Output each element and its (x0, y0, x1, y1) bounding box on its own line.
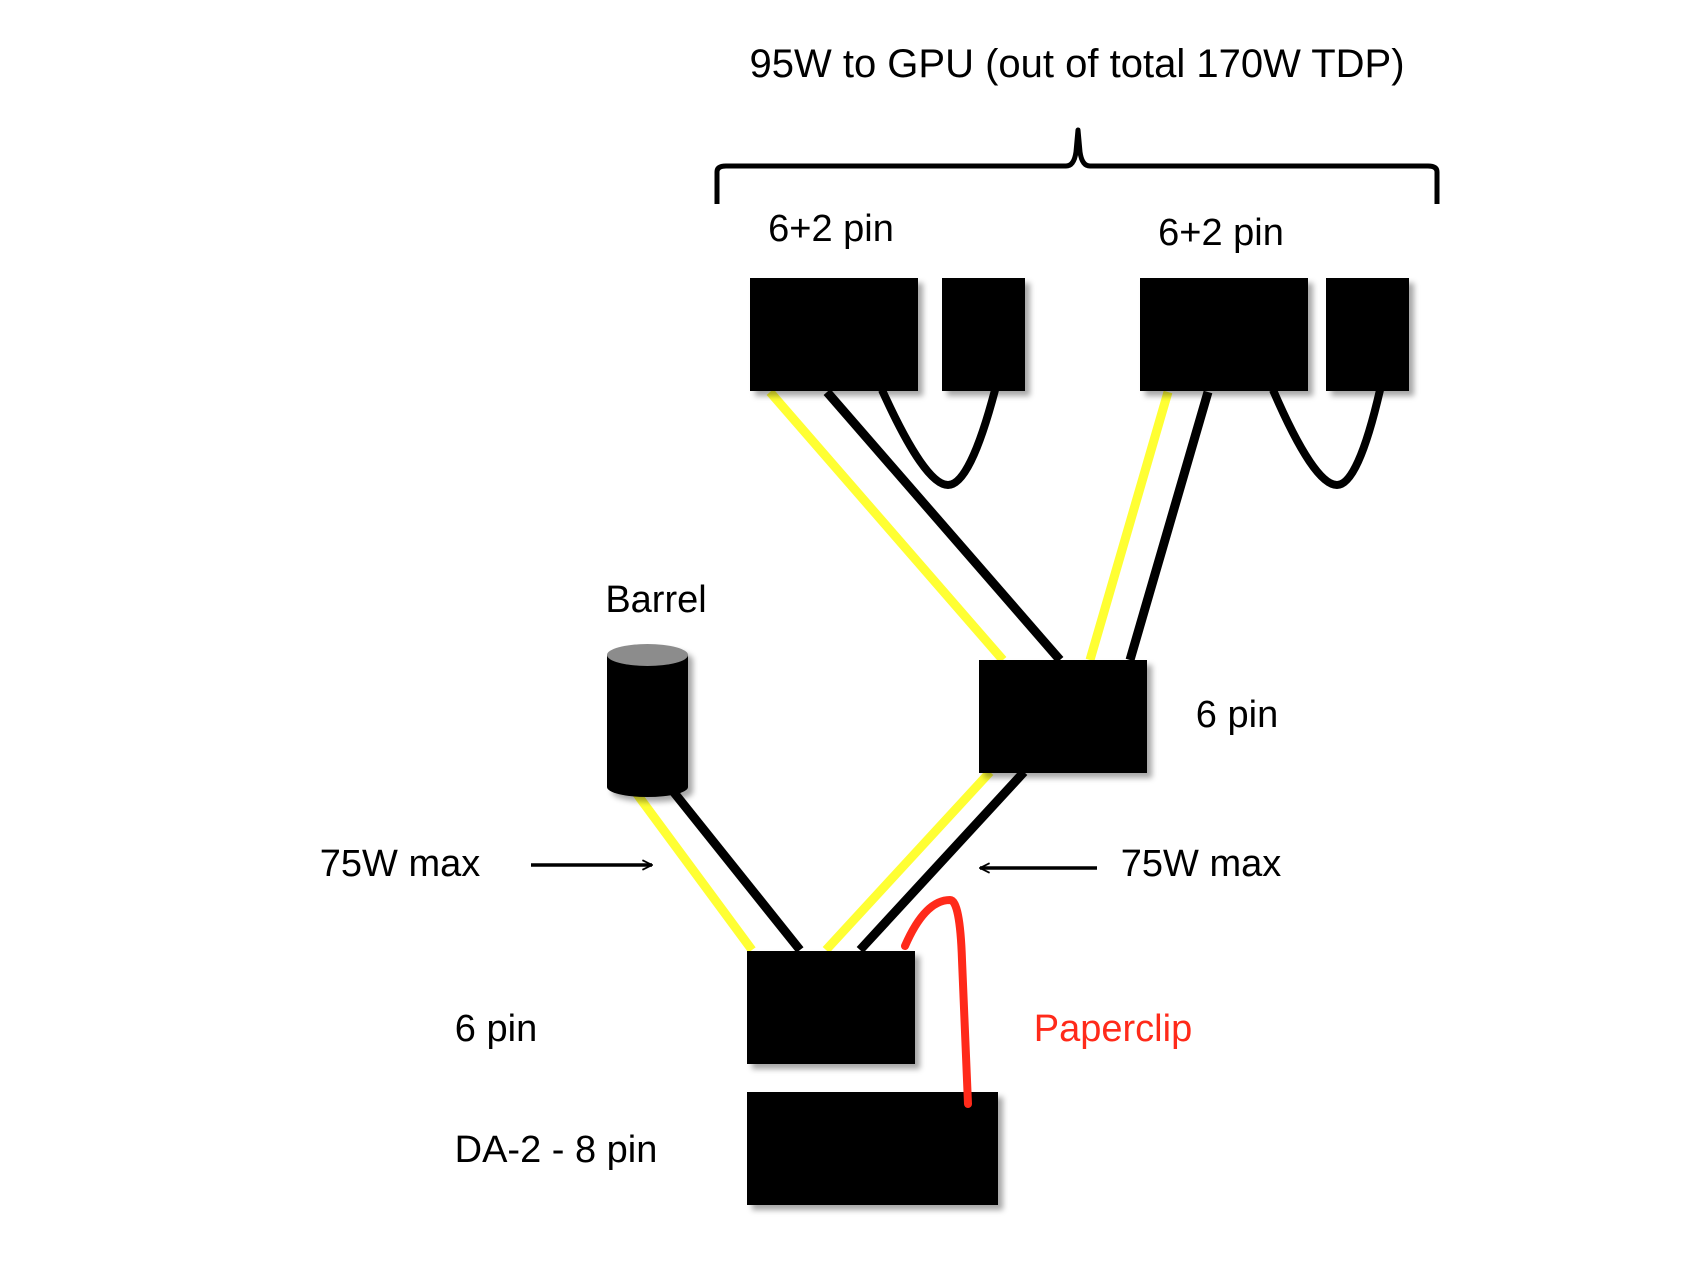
bottom-connector-label: 6 pin (455, 1008, 537, 1050)
bottom-6pin-connector (747, 951, 915, 1064)
top-left-2pin-block (942, 278, 1025, 391)
middle-connector-label: 6 pin (1196, 694, 1278, 736)
top-left-6pin-block (750, 278, 918, 391)
paperclip-wire (901, 895, 972, 1108)
wire-black-middle (856, 768, 1028, 954)
paperclip-label: Paperclip (1034, 1008, 1192, 1050)
wire-yellow-barrel (630, 787, 756, 953)
wire-black-top-left (823, 389, 1064, 663)
left-power-label: 75W max (320, 843, 480, 885)
wire-black-top-right (1125, 390, 1213, 662)
right-power-label: 75W max (1121, 843, 1281, 885)
wire-loop-top-right (1269, 388, 1384, 490)
middle-6pin-connector (979, 660, 1147, 773)
top-right-6pin-block (1140, 278, 1308, 391)
wire-yellow-top-left (766, 389, 1007, 663)
wire-yellow-top-right (1085, 390, 1173, 662)
top-right-connector-label: 6+2 pin (1158, 212, 1284, 254)
wire-yellow-middle (822, 768, 994, 954)
wire-black-barrel (668, 787, 804, 953)
barrel-label: Barrel (605, 579, 706, 621)
diagram-title: 95W to GPU (out of total 170W TDP) (749, 42, 1404, 86)
da2-8pin-connector (747, 1092, 998, 1205)
da2-connector-label: DA-2 - 8 pin (455, 1129, 658, 1171)
top-right-2pin-block (1326, 278, 1409, 391)
barrel-connector (607, 644, 688, 797)
gpu-brace (714, 127, 1440, 204)
top-left-connector-label: 6+2 pin (768, 208, 894, 250)
wire-loop-top-left (878, 388, 999, 490)
